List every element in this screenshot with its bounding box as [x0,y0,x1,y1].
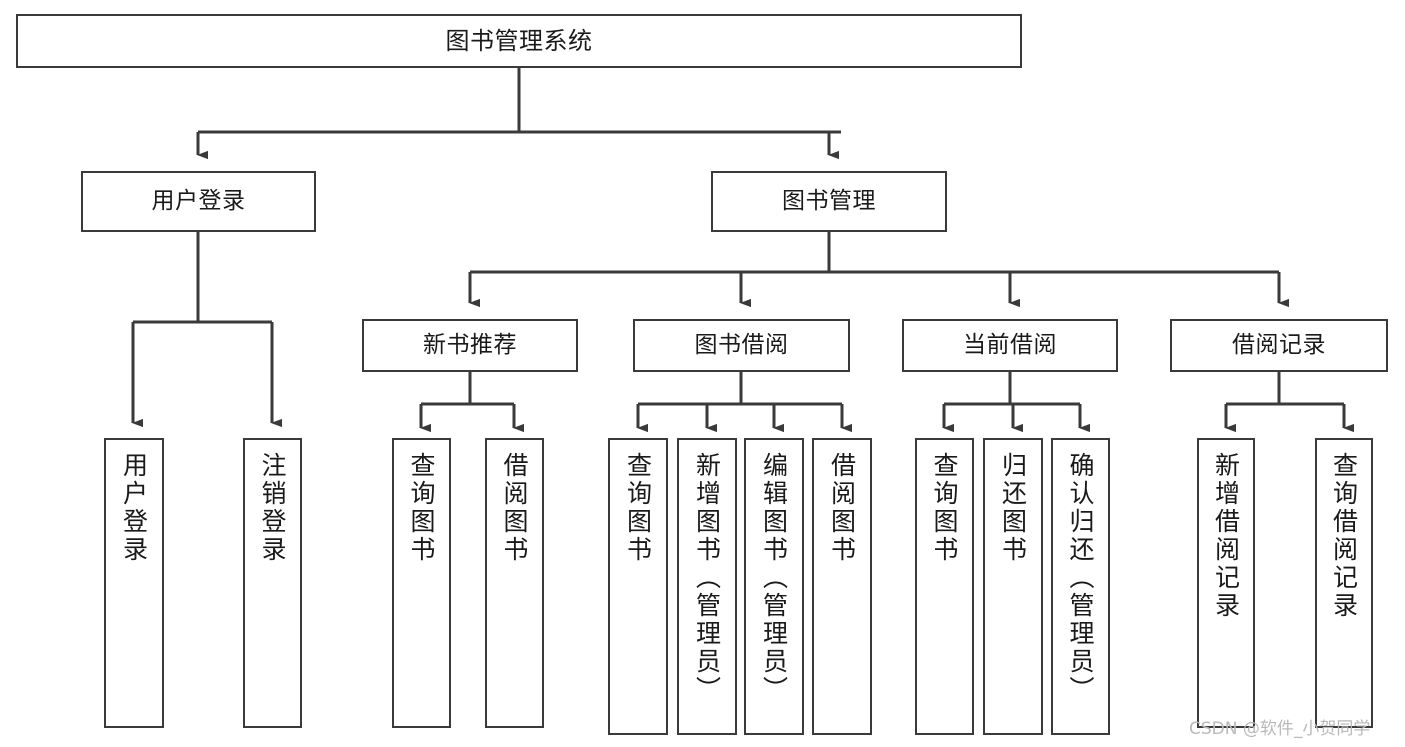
node-leaf-edit-book-label: 编辑图书（管理员） [759,452,789,704]
node-leaf-query-book-2[interactable]: 查询图书 [608,438,668,735]
node-leaf-return-book[interactable]: 归还图书 [983,438,1043,735]
node-book-management[interactable]: 图书管理 [711,171,947,232]
node-root[interactable]: 图书管理系统 [16,14,1022,68]
node-leaf-add-book-label: 新增图书（管理员） [692,452,722,704]
node-leaf-query-record-label: 查询借阅记录 [1329,452,1359,620]
node-user-login[interactable]: 用户登录 [81,171,316,232]
node-leaf-borrow-book-2-label: 借阅图书 [827,452,857,564]
node-current-borrow-label: 当前借阅 [963,331,1057,358]
node-leaf-user-login[interactable]: 用户登录 [104,438,164,728]
node-leaf-borrow-book-2[interactable]: 借阅图书 [812,438,872,735]
node-leaf-query-book-3[interactable]: 查询图书 [915,438,974,735]
node-leaf-query-book-1-label: 查询图书 [407,452,436,564]
node-leaf-add-book[interactable]: 新增图书（管理员） [677,438,737,735]
node-leaf-user-logout[interactable]: 注销登录 [243,438,302,728]
node-leaf-confirm-return-label: 确认归还（管理员） [1066,452,1095,704]
node-root-label: 图书管理系统 [445,26,593,55]
csdn-watermark: CSDN @软件_小贺同学 [1189,719,1371,739]
node-borrow-record-label: 借阅记录 [1232,331,1326,358]
node-leaf-add-record[interactable]: 新增借阅记录 [1197,438,1255,728]
node-leaf-return-book-label: 归还图书 [998,452,1028,564]
node-leaf-edit-book[interactable]: 编辑图书（管理员） [744,438,804,735]
node-leaf-confirm-return[interactable]: 确认归还（管理员） [1051,438,1110,735]
node-book-borrow-label: 图书借阅 [694,331,789,358]
node-leaf-user-login-label: 用户登录 [119,452,149,564]
node-leaf-borrow-book-1[interactable]: 借阅图书 [485,438,544,728]
node-leaf-user-logout-label: 注销登录 [258,452,287,564]
node-leaf-query-book-3-label: 查询图书 [930,452,959,564]
node-leaf-add-record-label: 新增借阅记录 [1211,452,1241,620]
node-book-management-label: 图书管理 [782,187,876,214]
node-leaf-query-book-1[interactable]: 查询图书 [392,438,451,728]
node-new-book-recommend[interactable]: 新书推荐 [362,319,578,372]
node-borrow-record[interactable]: 借阅记录 [1170,319,1388,372]
node-current-borrow[interactable]: 当前借阅 [902,319,1118,372]
node-leaf-query-book-2-label: 查询图书 [623,452,653,564]
node-new-book-recommend-label: 新书推荐 [423,331,517,358]
node-user-login-label: 用户登录 [151,187,246,214]
node-leaf-borrow-book-1-label: 借阅图书 [500,452,529,564]
node-leaf-query-record[interactable]: 查询借阅记录 [1315,438,1373,728]
node-book-borrow[interactable]: 图书借阅 [633,319,850,372]
